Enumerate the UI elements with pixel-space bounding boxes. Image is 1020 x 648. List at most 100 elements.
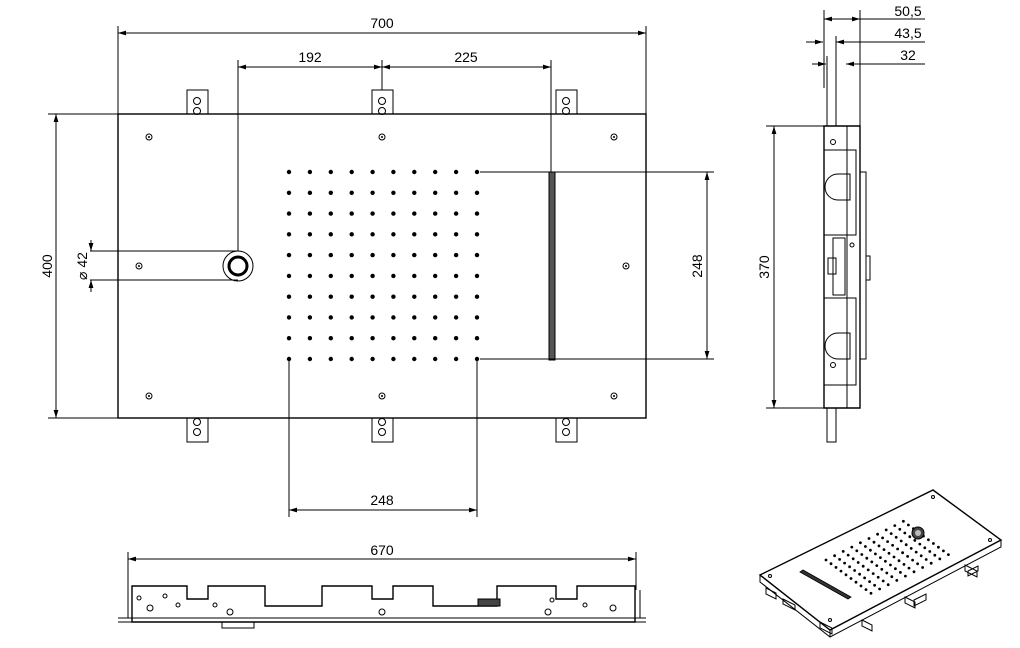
- iso-nozzle-dot: [853, 569, 856, 572]
- nozzle-dot: [307, 273, 313, 279]
- iso-nozzle-dot: [868, 580, 871, 583]
- iso-nozzle-dot: [889, 532, 893, 535]
- iso-nozzle-dot: [854, 580, 858, 584]
- nozzle-dot: [391, 315, 396, 320]
- nozzle-dot: [370, 252, 375, 258]
- nozzle-dot: [370, 356, 375, 362]
- nozzle-dot: [412, 232, 417, 237]
- iso-nozzle-dot: [921, 566, 924, 569]
- nozzle-dot: [349, 273, 354, 279]
- nozzle-dot: [391, 336, 396, 341]
- iso-nozzle-dot: [843, 561, 846, 565]
- iso-nozzle-dot: [870, 560, 874, 564]
- nozzle-dot: [453, 190, 459, 195]
- iso-nozzle-dot: [902, 519, 905, 523]
- nozzle-dot: [370, 169, 375, 175]
- iso-nozzle-dot: [898, 527, 902, 531]
- iso-nozzle-dot: [851, 557, 855, 561]
- nozzle-dot: [370, 232, 375, 237]
- dim-nozzle-width-248: 248: [370, 492, 394, 508]
- nozzle-dot: [286, 273, 292, 279]
- nozzle-dot: [328, 336, 333, 341]
- iso-nozzle-dot: [886, 540, 889, 543]
- nozzle-dot: [286, 190, 292, 195]
- isometric-view: [758, 489, 1003, 638]
- iso-nozzle-dot: [844, 573, 848, 577]
- nozzle-dot: [391, 211, 396, 216]
- iso-nozzle-dot: [880, 567, 884, 571]
- iso-nozzle-dot: [895, 579, 899, 582]
- iso-nozzle-dot: [889, 563, 892, 567]
- nozzle-dot: [307, 252, 313, 258]
- iso-nozzle-dot: [887, 551, 891, 555]
- nozzle-dot: [391, 294, 396, 299]
- nozzle-dot: [474, 211, 480, 216]
- nozzle-dot: [370, 211, 375, 216]
- nozzle-dot: [433, 232, 438, 237]
- iso-nozzle-dot: [932, 542, 935, 545]
- nozzle-dot: [349, 252, 354, 258]
- nozzle-dot: [391, 356, 396, 362]
- nozzle-dot: [328, 169, 333, 175]
- nozzle-dot: [286, 336, 292, 341]
- iso-nozzle-dot: [881, 579, 885, 583]
- nozzle-dot: [328, 294, 333, 299]
- iso-nozzle-dot: [869, 591, 873, 595]
- nozzle-dot: [453, 252, 459, 258]
- nozzle-dot: [433, 252, 438, 258]
- iso-nozzle-dot: [897, 559, 901, 563]
- iso-nozzle-dot: [906, 555, 909, 558]
- nozzle-dot: [412, 211, 417, 216]
- nozzle-dot: [349, 190, 354, 195]
- iso-nozzle-dot: [873, 583, 876, 587]
- dim-inlet-diameter-42: ⌀ 42: [74, 252, 90, 280]
- iso-nozzle-dot: [886, 583, 890, 587]
- nozzle-dot: [286, 169, 292, 175]
- nozzle-dot: [433, 273, 438, 279]
- mounting-tabs-bottom: [186, 418, 578, 443]
- nozzle-dot: [433, 190, 438, 195]
- iso-nozzle-dot: [902, 563, 906, 566]
- iso-nozzle-dot: [914, 550, 918, 554]
- iso-nozzle-dot: [907, 523, 910, 527]
- iso-nozzle-dot: [938, 557, 942, 561]
- nozzle-dot: [433, 294, 438, 299]
- nozzle-dot: [474, 252, 480, 258]
- nozzle-dot: [307, 336, 313, 341]
- nozzle-dot: [307, 169, 313, 175]
- iso-nozzle-dot: [894, 535, 898, 539]
- nozzle-dot: [412, 294, 417, 299]
- dim-nozzle-height-248: 248: [689, 254, 705, 278]
- iso-nozzle-dot: [850, 545, 854, 549]
- nozzle-dot: [328, 252, 333, 258]
- iso-nozzle-dot: [841, 550, 845, 553]
- iso-nozzle-dot: [924, 558, 928, 561]
- iso-nozzle-dot: [885, 571, 889, 575]
- iso-nozzle-dot: [848, 565, 851, 569]
- iso-nozzle-dot: [867, 537, 871, 540]
- iso-nozzle-dot: [942, 549, 945, 553]
- nozzle-dot: [474, 336, 480, 341]
- nozzle-dot: [391, 273, 396, 279]
- nozzle-dot: [453, 169, 459, 175]
- iso-nozzle-dot: [899, 571, 902, 574]
- iso-nozzle-dot: [834, 566, 838, 569]
- iso-nozzle-dot: [864, 588, 868, 591]
- iso-nozzle-dot: [838, 558, 841, 561]
- dim-depth-32: 32: [900, 47, 916, 63]
- nozzle-dot: [286, 211, 292, 216]
- side-view: 370 50,5 43,5 32: [756, 3, 925, 443]
- nozzle-dot: [453, 336, 459, 341]
- iso-nozzle-dot: [911, 558, 914, 562]
- iso-nozzle-dot: [829, 562, 833, 566]
- iso-nozzle-dot: [904, 543, 908, 547]
- water-inlet: [90, 250, 254, 282]
- iso-nozzle-dot: [928, 550, 932, 553]
- bottom-view: 670: [118, 542, 646, 629]
- iso-nozzle-dot: [947, 553, 950, 556]
- iso-nozzle-dot: [863, 576, 866, 580]
- iso-nozzle-dot: [894, 567, 897, 571]
- nozzle-dot: [349, 336, 354, 341]
- iso-nozzle-dot: [878, 587, 881, 591]
- front-plate-outline: [117, 113, 647, 419]
